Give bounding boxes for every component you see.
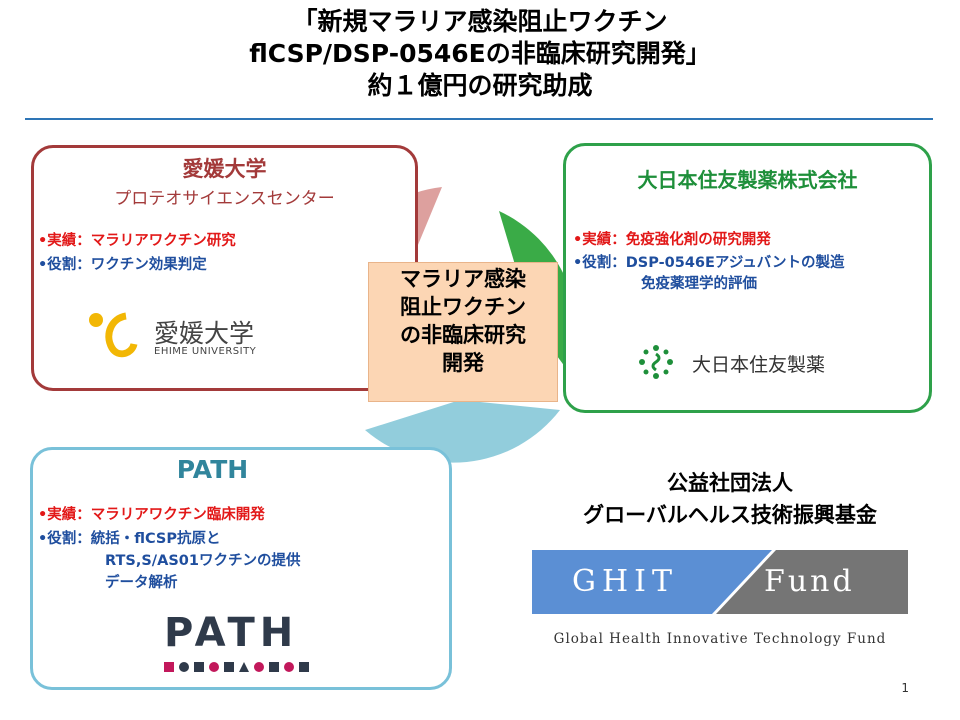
ghit-logo-left: GHIT	[572, 564, 678, 599]
path-role-line2: RTS,S/AS01ワクチンの提供	[105, 553, 301, 569]
ehime-logo: 愛媛大学 EHIME UNIVERSITY	[76, 300, 276, 370]
ghit-logo: GHIT Fund	[532, 550, 908, 614]
title-line-1: 「新規マラリア感染阻止ワクチン	[292, 7, 668, 36]
ehime-achievement: •実績：マラリアワクチン研究	[38, 233, 236, 249]
ds-logo-text: 大日本住友製薬	[692, 354, 826, 376]
ghit-logo-caption: Global Health Innovative Technology Fund	[553, 631, 887, 647]
center-line-4: 開発	[442, 351, 484, 375]
center-project-box: マラリア感染 阻止ワクチン の非臨床研究 開発	[368, 262, 558, 402]
ehime-subname: プロテオサイエンスセンター	[114, 189, 335, 209]
ghit-logo-background	[532, 550, 908, 614]
ds-role-line1: •役割：DSP-0546Eアジュバントの製造	[573, 255, 845, 271]
path-achievement: •実績：マラリアワクチン臨床開発	[38, 507, 265, 523]
ehime-logo-sub: EHIME UNIVERSITY	[154, 346, 257, 357]
path-logo: PATH	[162, 610, 322, 680]
ds-achievement: •実績：免疫強化剤の研究開発	[573, 232, 771, 248]
title-line-3: 約１億円の研究助成	[367, 71, 593, 100]
page-title: 「新規マラリア感染阻止ワクチン flCSP/DSP-0546Eの非臨床研究開発」…	[0, 6, 960, 102]
path-role-line3: データ解析	[105, 575, 178, 591]
page-number: 1	[901, 681, 909, 695]
center-line-1: マラリア感染	[400, 267, 526, 291]
path-role-line1: •役割：統括・flCSP抗原と	[38, 531, 221, 547]
ehime-role: •役割：ワクチン効果判定	[38, 257, 207, 273]
title-line-2: flCSP/DSP-0546Eの非臨床研究開発」	[249, 39, 711, 68]
ds-logo: 大日本住友製薬	[632, 338, 872, 388]
path-box	[30, 447, 452, 690]
ehime-name: 愛媛大学	[182, 157, 267, 181]
ghit-org-line1: 公益社団法人	[667, 471, 793, 495]
path-logo-pattern-icon	[164, 662, 309, 672]
ds-role-line2: 免疫薬理学的評価	[641, 276, 757, 292]
path-logo-text: PATH	[164, 610, 299, 656]
center-line-2: 阻止ワクチン	[400, 295, 526, 319]
dainippon-sumitomo-box	[563, 143, 932, 413]
ehime-university-box	[31, 145, 418, 391]
ehime-logo-mark-icon	[89, 312, 138, 358]
title-divider	[25, 118, 933, 120]
ehime-logo-text: 愛媛大学	[154, 319, 255, 348]
ghit-org-line2: グローバルヘルス技術振興基金	[583, 503, 877, 527]
ds-name: 大日本住友製薬株式会社	[637, 168, 858, 192]
path-arc-segment	[365, 400, 560, 463]
ghit-logo-right: Fund	[764, 564, 855, 599]
ghit-org-name: 公益社団法人 グローバルヘルス技術振興基金	[500, 467, 960, 531]
center-line-3: の非臨床研究	[400, 323, 526, 347]
ds-logo-mark-icon	[639, 345, 673, 379]
path-name: PATH	[176, 455, 249, 484]
